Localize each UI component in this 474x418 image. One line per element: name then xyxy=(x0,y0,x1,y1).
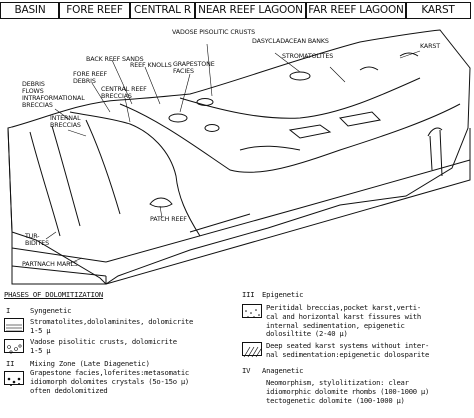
label-turbidites: TUR- BIDITES xyxy=(25,233,50,247)
pointer-dasyclad xyxy=(274,52,301,73)
reef-knoll-3 xyxy=(204,124,220,132)
label-fore-reef-debris: FORE REEF DEBRIS xyxy=(73,71,107,85)
zone-karst: KARST xyxy=(405,2,471,19)
phase-3-number: III xyxy=(242,290,255,299)
label-internal-breccias: INTERNAL BRECCIAS xyxy=(50,115,81,129)
lagoon-feature-3 xyxy=(239,145,301,151)
zone-header: BASIN FORE REEF CENTRAL R NEAR REEF LAGO… xyxy=(0,0,474,22)
slope-line-3 xyxy=(85,119,121,215)
swatch-peritidal-pattern xyxy=(245,309,260,318)
swatch-peritidal xyxy=(242,304,262,318)
label-intraformational: INTRAFORMATIONAL BRECCIAS xyxy=(22,95,85,109)
pointer-internal xyxy=(67,129,87,137)
label-vadose-crusts: VADOSE PISOLITIC CRUSTS xyxy=(172,29,255,36)
label-reef-knolls: REEF KNOLLS xyxy=(130,62,172,69)
phase-1-title: Syngenetic xyxy=(30,306,72,315)
zone-fore-reef: FORE REEF xyxy=(58,2,131,19)
lagoon-feature-1 xyxy=(288,124,332,139)
label-back-reef-sands: BACK REEF SANDS xyxy=(86,56,144,63)
reef-crest xyxy=(69,111,201,237)
zone-central-reef: CENTRAL R xyxy=(129,2,196,19)
block-left-edge xyxy=(7,127,13,284)
pointer-patch-reef xyxy=(159,205,163,219)
slope-line-2 xyxy=(51,125,81,227)
label-grapestone: GRAPESTONE FACIES xyxy=(173,61,215,75)
lagoon-floor-line xyxy=(119,103,461,173)
layer-1 xyxy=(11,247,107,263)
swatch-vadose-pattern xyxy=(7,344,22,354)
label-partnach-marls: PARTNACH MARLS xyxy=(22,261,78,268)
reef-knoll-1 xyxy=(168,113,188,123)
legend-item-peritidal: Peritidal breccias,pocket karst,verti- c… xyxy=(266,303,421,339)
phase-4-title: Anagenetic xyxy=(262,366,304,375)
slope-line-1 xyxy=(29,131,61,237)
zone-basin: BASIN xyxy=(0,2,60,19)
label-karst: KARST xyxy=(420,43,441,50)
block-side-face xyxy=(105,128,471,285)
karst-pocket-2 xyxy=(399,52,419,57)
pointer-vadose xyxy=(206,43,213,97)
swatch-grapestone xyxy=(4,371,24,386)
pointer-fore-reef xyxy=(91,82,111,113)
zone-far-reef-lagoon: FAR REEF LAGOON xyxy=(305,2,407,19)
label-patch-reef: PATCH REEF xyxy=(150,216,187,223)
phase-2-number: II xyxy=(6,359,15,368)
label-dasycladacean: DASYCLADACEAN BANKS xyxy=(252,38,329,45)
pointer-stromatolites xyxy=(329,66,346,83)
pointer-partnach xyxy=(67,257,83,265)
pointer-karst xyxy=(399,50,421,59)
swatch-vadose xyxy=(4,339,24,354)
phase-2-title: Mixing Zone (Late Diagenetic) xyxy=(30,359,150,368)
pointer-grapestone xyxy=(179,73,191,113)
reef-knoll-2 xyxy=(196,98,214,106)
pointer-central-reef xyxy=(124,97,131,123)
layer-2 xyxy=(11,265,107,277)
legend-heading: PHASES OF DOLOMITIZATION xyxy=(4,290,104,299)
block-top-outline xyxy=(7,29,471,285)
swatch-stromatolites-pattern xyxy=(6,324,22,332)
legend-item-grapestone: Grapestone facies,loferites:metasomatic … xyxy=(30,368,190,395)
pointer-debris xyxy=(54,108,71,121)
phase-3-title: Epigenetic xyxy=(262,290,304,299)
label-central-reef-breccias: CENTRAL REEF BRECCIAS xyxy=(101,86,147,100)
karst-pillar xyxy=(429,129,443,177)
legend-item-vadose: Vadose pisolitic crusts, dolomicrite 1-5… xyxy=(30,337,177,355)
dasyclad-bank xyxy=(289,71,311,81)
patch-reef xyxy=(149,197,173,208)
legend-item-stromatolites: Stromatolites,dololaminites, dolomicrite… xyxy=(30,317,194,335)
legend-item-anagenetic: Neomorphism, stylolitization: clear idio… xyxy=(266,378,430,405)
label-stromatolites: STROMATOLITES xyxy=(282,53,334,60)
swatch-stromatolites xyxy=(4,318,24,332)
lagoon-upper-line xyxy=(179,77,421,119)
swatch-grapestone-pattern xyxy=(7,377,21,386)
pointer-back-reef xyxy=(111,59,133,105)
swatch-deep-karst xyxy=(242,342,262,358)
layer-4 xyxy=(189,213,251,233)
pointer-reef-knolls xyxy=(144,66,161,105)
legend-item-deep-karst: Deep seated karst systems without inter-… xyxy=(266,341,430,359)
label-debris-flows: DEBRIS FLOWS xyxy=(22,81,45,95)
swatch-deep-karst-pattern xyxy=(243,346,262,358)
zone-near-reef-lagoon: NEAR REEF LAGOON xyxy=(194,2,307,19)
phase-1-number: I xyxy=(6,306,11,315)
lagoon-feature-2 xyxy=(338,111,382,127)
block-diagram xyxy=(7,29,471,285)
pointer-turbidites xyxy=(45,231,57,240)
karst-pocket-1 xyxy=(359,66,379,71)
phase-4-number: IV xyxy=(242,366,251,375)
layer-3 xyxy=(105,159,471,263)
karst-pillar-top xyxy=(427,127,443,137)
